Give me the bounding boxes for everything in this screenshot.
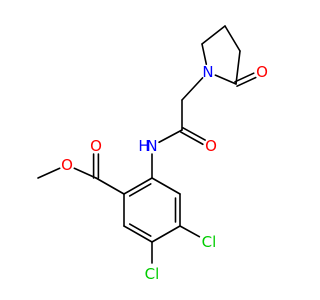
atom-label-Cl5: Cl	[145, 265, 160, 283]
bond-R2-R3	[151, 177, 181, 195]
atom-label-N_py: N	[202, 63, 213, 81]
bond-R4-R5	[151, 225, 181, 243]
bond-R3-R4	[174, 193, 181, 227]
bond-C_me-O_est	[37, 167, 61, 179]
bond-P2-P3	[235, 50, 241, 85]
atom-label-O_am: O	[205, 137, 217, 155]
atom-label-Cl4: Cl	[202, 233, 217, 251]
bond-R4-Cl4	[179, 225, 201, 238]
bond-C_est-R1	[95, 177, 125, 195]
bond-C_ch2-N_py	[181, 77, 204, 101]
atom-label-H_am: H	[138, 137, 149, 155]
bond-P4-P5	[201, 25, 226, 45]
bond-R1-R2	[123, 177, 153, 197]
bond-layer	[37, 25, 257, 264]
atom-label-O_est: O	[61, 156, 73, 174]
bond-N_py-P2	[214, 74, 237, 85]
bond-O_est-C_est	[73, 167, 97, 179]
atom-label-O_py: O	[256, 63, 268, 81]
atom-label-N_am: N	[146, 137, 157, 155]
bond-P5-N_py	[201, 43, 208, 65]
bond-C_amco-O_am	[180, 127, 206, 146]
bond-R5-R6	[123, 223, 153, 243]
bond-N_am-C_amco	[158, 129, 183, 144]
bond-P2-O_py	[234, 72, 257, 87]
atom-label-O_co: O	[90, 137, 102, 155]
bond-C_est-O_co	[92, 153, 100, 179]
bond-P3-P4	[224, 25, 241, 52]
